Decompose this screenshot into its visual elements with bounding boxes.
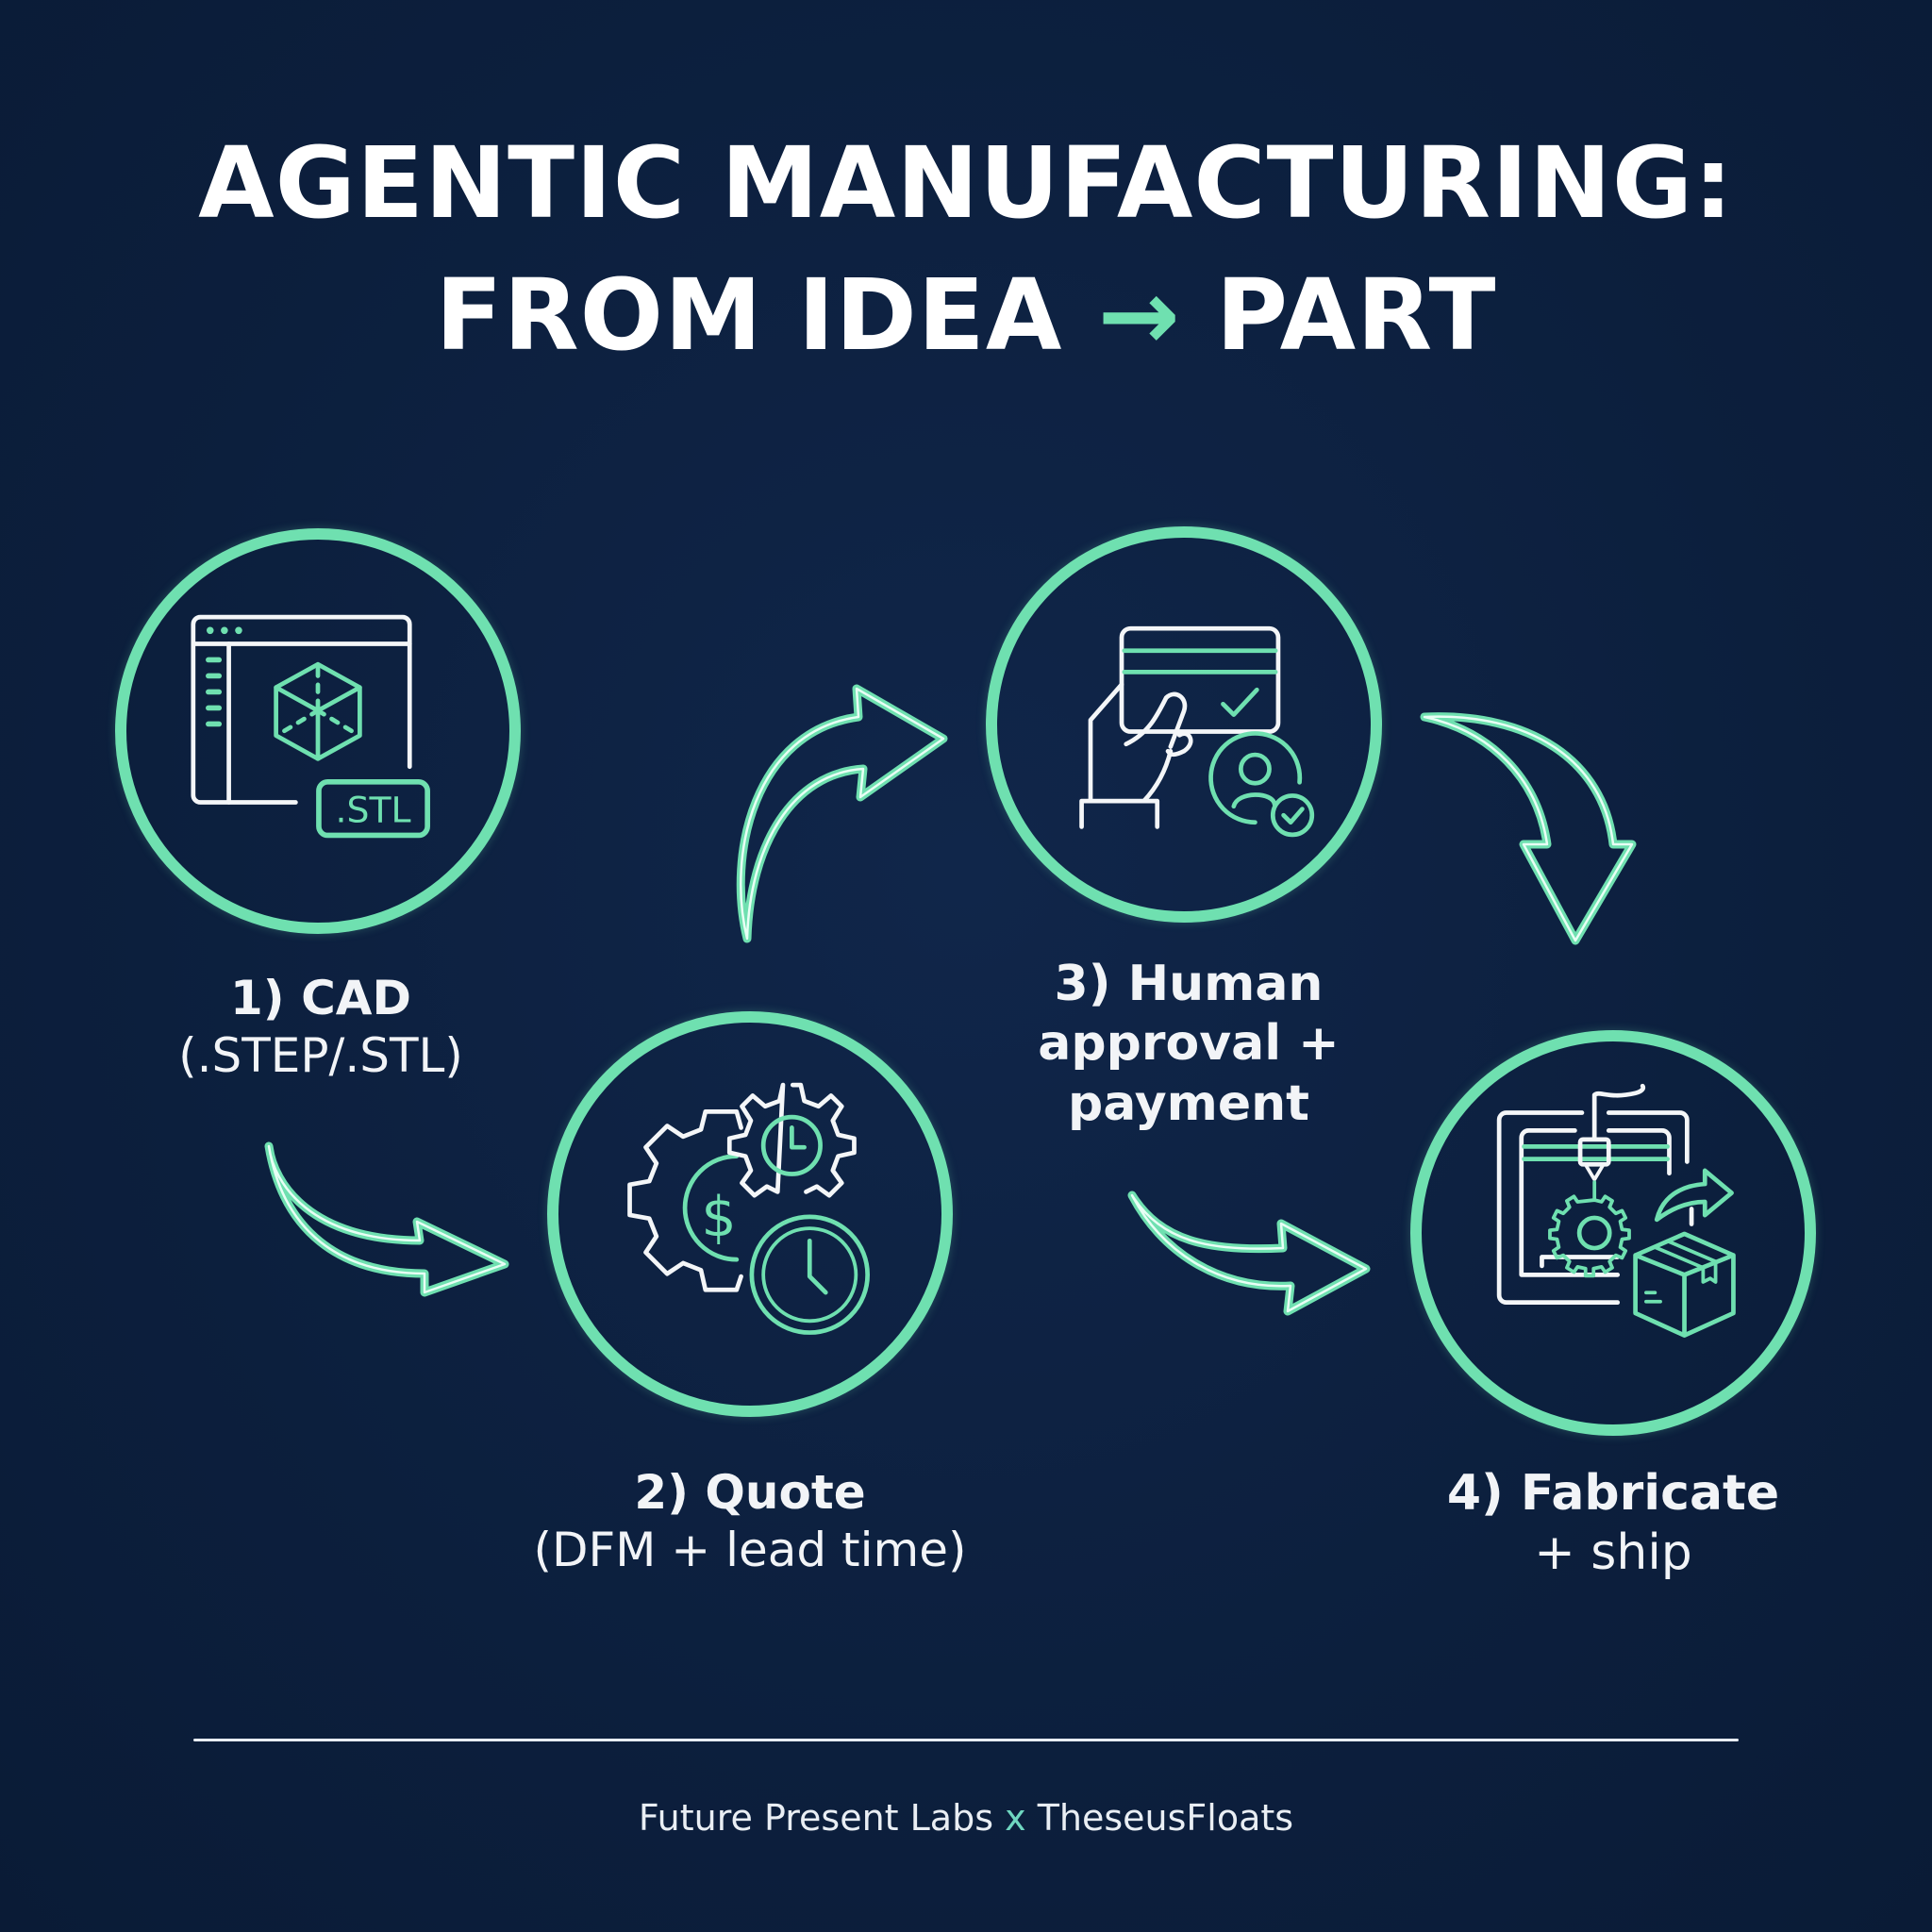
title-part: PART [1215,258,1497,373]
step-3-label: 3) Human approval + payment [1000,955,1377,1134]
step-4-subtitle: + ship [1534,1524,1692,1582]
step-3-circle [986,526,1382,923]
step-4-title: 4) Fabricate [1446,1465,1780,1522]
title-line-2: FROM IDEA → PART [0,266,1932,364]
step-3-title-line-1: 3) Human [1054,956,1324,1012]
cad-window-cube-icon: .STL [191,614,430,839]
step-1-label: 1) CAD (.STEP/.STL) [132,970,509,1085]
step-3-title-line-2: approval + [1038,1015,1340,1073]
arrow-step1-to-step2-icon [264,1141,509,1297]
arrow-step3-to-step4-bottom-icon [1127,1191,1371,1316]
gears-dollar-clock-icon: $ [627,1082,870,1335]
step-1-subtitle: (.STEP/.STL) [178,1028,463,1083]
step-2-title: 2) Quote [634,1465,866,1520]
footer-left-credit: Future Present Labs [638,1797,994,1839]
arrow-step3-to-step4-top-icon [1420,712,1637,945]
3d-printer-box-ship-icon [1496,1083,1736,1338]
step-2-subtitle: (DFM + lead time) [533,1523,967,1577]
footer-right-credit: TheseusFloats [1037,1797,1294,1839]
title-line-1: AGENTIC MANUFACTURING: [198,125,1734,241]
footer-credits: Future Present Labs x TheseusFloats [0,1797,1932,1839]
title-from-idea: FROM IDEA [435,258,1063,373]
step-3-title-line-3: payment [1068,1074,1309,1132]
footer-separator: x [1005,1797,1026,1839]
svg-text:.STL: .STL [336,789,411,830]
step-1-title: 1) CAD [230,971,411,1025]
footer-divider [193,1739,1739,1741]
title-arrow-icon: → [1097,258,1181,373]
step-4-circle [1410,1030,1816,1436]
step-1-circle: .STL [115,528,521,934]
step-2-label: 2) Quote (DFM + lead time) [491,1464,1009,1579]
arrow-step2-to-step3-icon [736,684,948,943]
svg-text:$: $ [701,1186,736,1250]
step-2-circle: $ [547,1011,953,1417]
step-4-label: 4) Fabricate + ship [1396,1464,1830,1584]
hand-card-user-check-icon [1079,625,1315,838]
